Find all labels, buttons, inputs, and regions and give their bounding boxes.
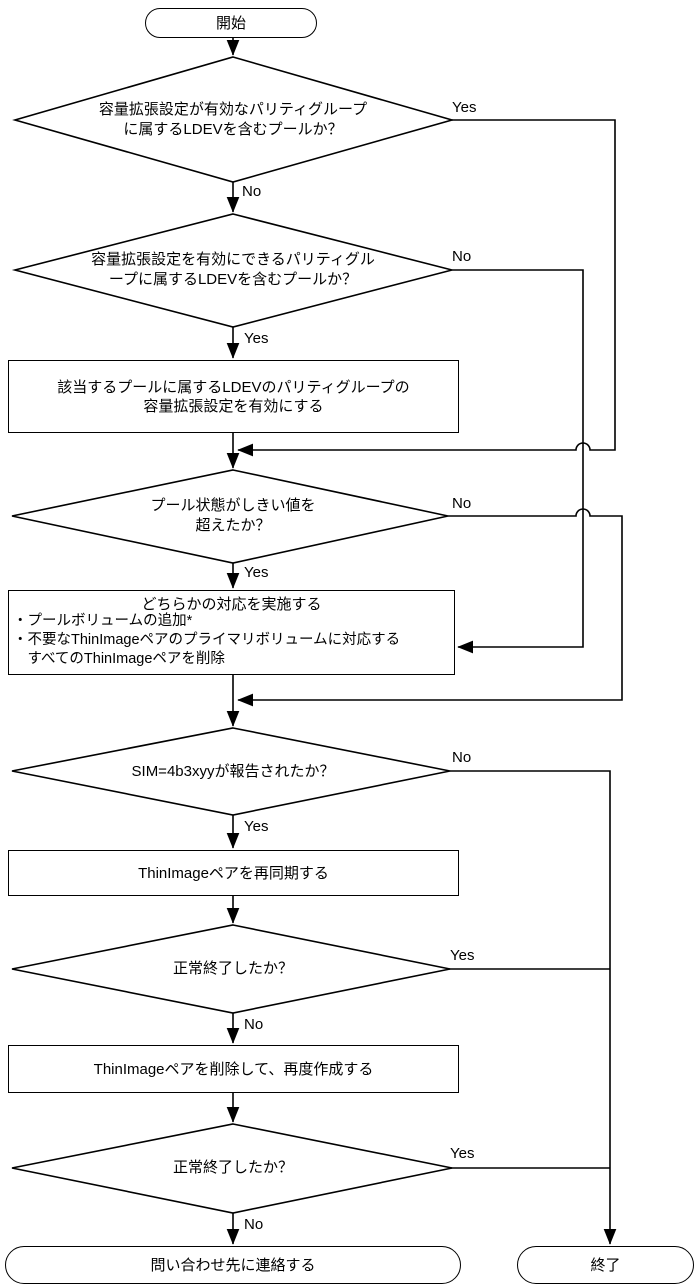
process-enable-expansion-label: 該当するプールに属するLDEVのパリティグループの 容量拡張設定を有効にする	[57, 378, 410, 415]
edge-d2-no-to-r2	[452, 269, 584, 654]
terminator-start: 開始	[145, 8, 317, 38]
edge-label-d3-no: No	[452, 495, 472, 512]
edge-d3-no-merge	[237, 508, 623, 707]
edge-label-d4-no: No	[452, 749, 472, 766]
terminator-end: 終了	[517, 1246, 694, 1284]
edge-label-d5-yes: Yes	[450, 947, 475, 964]
process-take-action	[8, 590, 455, 675]
terminator-contact-support-label: 問い合わせ先に連絡する	[150, 1256, 316, 1274]
decision-1-label: 容量拡張設定が有効なパリティグループ に属するLDEVを含むプールか？	[98, 101, 368, 138]
decision-3-shape	[11, 469, 449, 564]
decision-6-label: 正常終了したか？	[172, 1159, 293, 1176]
decision-4-shape	[11, 727, 451, 816]
edge-d4-no-to-end	[450, 770, 617, 1245]
process-recreate-pair: ThinImageペアを削除して、再度作成する	[8, 1045, 459, 1093]
edge-label-d1-yes: Yes	[452, 99, 477, 116]
edge-label-d6-no: No	[244, 1216, 264, 1233]
decision-2-label: 容量拡張設定を有効にできるパリティグル ープに属するLDEVを含むプールか？	[91, 251, 375, 288]
edge-label-d6-yes: Yes	[450, 1145, 475, 1162]
decision-2-shape	[11, 213, 453, 328]
terminator-start-label: 開始	[215, 14, 246, 32]
process-recreate-pair-label: ThinImageペアを削除して、再度作成する	[93, 1060, 374, 1078]
decision-4-label: SIM=4b3xyyが報告されたか？	[131, 763, 335, 780]
decision-5-shape	[11, 924, 451, 1014]
edge-label-d5-no: No	[244, 1016, 264, 1033]
decision-5-label: 正常終了したか？	[172, 960, 293, 977]
process-resync-pair-label: ThinImageペアを再同期する	[138, 864, 329, 882]
decision-1-shape	[12, 56, 455, 183]
edge-label-d2-yes: Yes	[244, 330, 269, 347]
terminator-end-label: 終了	[590, 1256, 621, 1274]
edge-label-d3-yes: Yes	[244, 564, 269, 581]
terminator-contact-support: 問い合わせ先に連絡する	[5, 1246, 461, 1284]
process-take-action-title: どちらかの対応を実施する	[141, 596, 322, 613]
edge-label-d4-yes: Yes	[244, 818, 269, 835]
process-resync-pair: ThinImageペアを再同期する	[8, 850, 459, 896]
edge-d1-yes-merge	[237, 119, 616, 457]
edge-label-d2-no: No	[452, 248, 472, 265]
edge-label-d1-no: No	[242, 183, 262, 200]
decision-3-label: プール状態がしきい値を 超えたか？	[150, 497, 316, 534]
decision-6-shape	[11, 1123, 453, 1214]
process-enable-expansion: 該当するプールに属するLDEVのパリティグループの 容量拡張設定を有効にする	[8, 360, 459, 433]
process-take-action-body: ・プールボリュームの追加* ・不要なThinImageペアのプライマリボリューム…	[13, 613, 401, 667]
